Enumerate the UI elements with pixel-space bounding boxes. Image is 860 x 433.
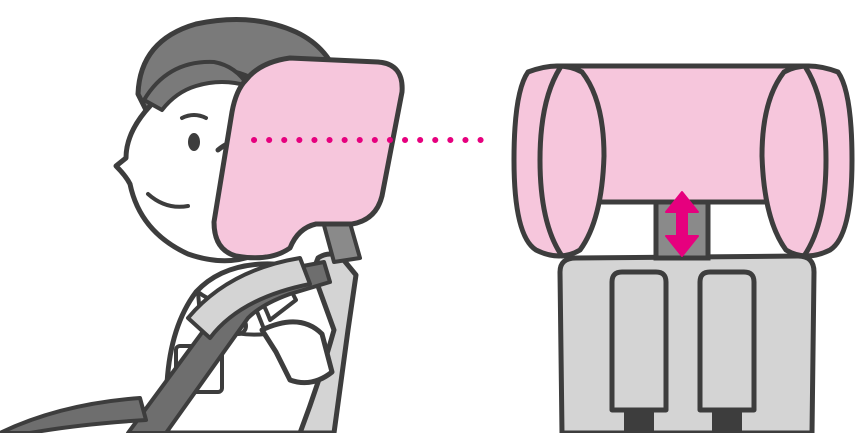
headrest-left-wing (514, 66, 604, 256)
headrest-front-view (514, 66, 852, 433)
child-eye (188, 133, 200, 151)
seat-back-front (560, 256, 814, 433)
headrest-right-wing (762, 66, 852, 256)
right-belt-strap (700, 272, 754, 410)
left-belt-strap (612, 272, 666, 410)
left-belt-tail (624, 410, 654, 433)
headrest-side-wing (214, 58, 402, 258)
right-belt-tail (712, 410, 742, 433)
child-side-view (0, 20, 402, 433)
lap-belt (0, 398, 146, 433)
